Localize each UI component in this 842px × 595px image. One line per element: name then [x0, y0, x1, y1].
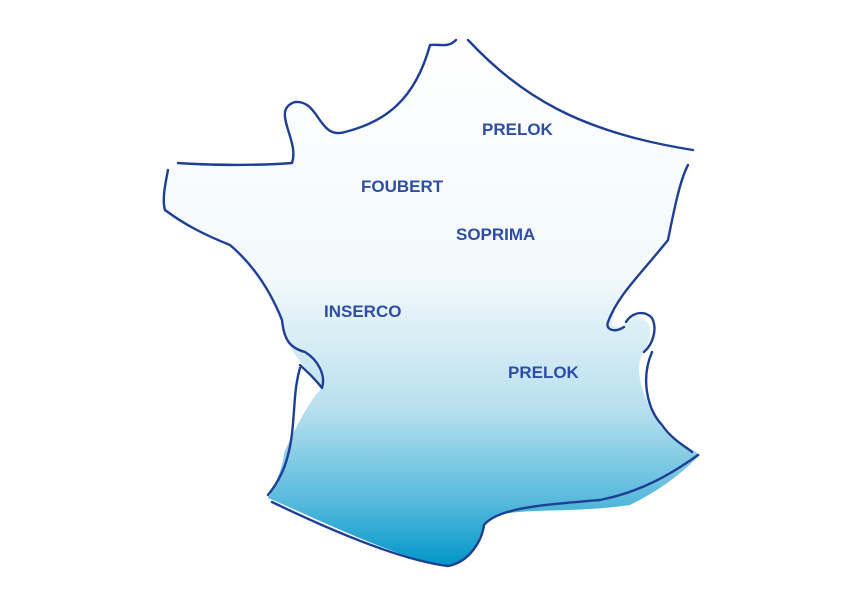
company-labels: PRELOK FOUBERT SOPRIMA INSERCO PRELOK	[324, 120, 580, 382]
outline-east-border	[606, 163, 690, 332]
label-prelok-north: PRELOK	[482, 120, 554, 139]
outline-alps-border	[645, 350, 694, 454]
outline-southwest-coast	[266, 366, 302, 497]
label-inserco: INSERCO	[324, 302, 401, 321]
coast-highlight-south	[468, 513, 502, 564]
label-foubert: FOUBERT	[361, 177, 444, 196]
outline-north-border	[466, 38, 695, 152]
outline-north-coast	[176, 38, 458, 167]
outline-jura-bump	[624, 311, 656, 354]
france-fill	[162, 40, 700, 566]
label-soprima: SOPRIMA	[456, 225, 535, 244]
outline-west-coast	[162, 168, 325, 390]
coast-highlight-west	[266, 379, 292, 496]
france-outline	[162, 38, 700, 568]
label-prelok-south: PRELOK	[508, 363, 580, 382]
outline-south-coast	[270, 453, 700, 568]
